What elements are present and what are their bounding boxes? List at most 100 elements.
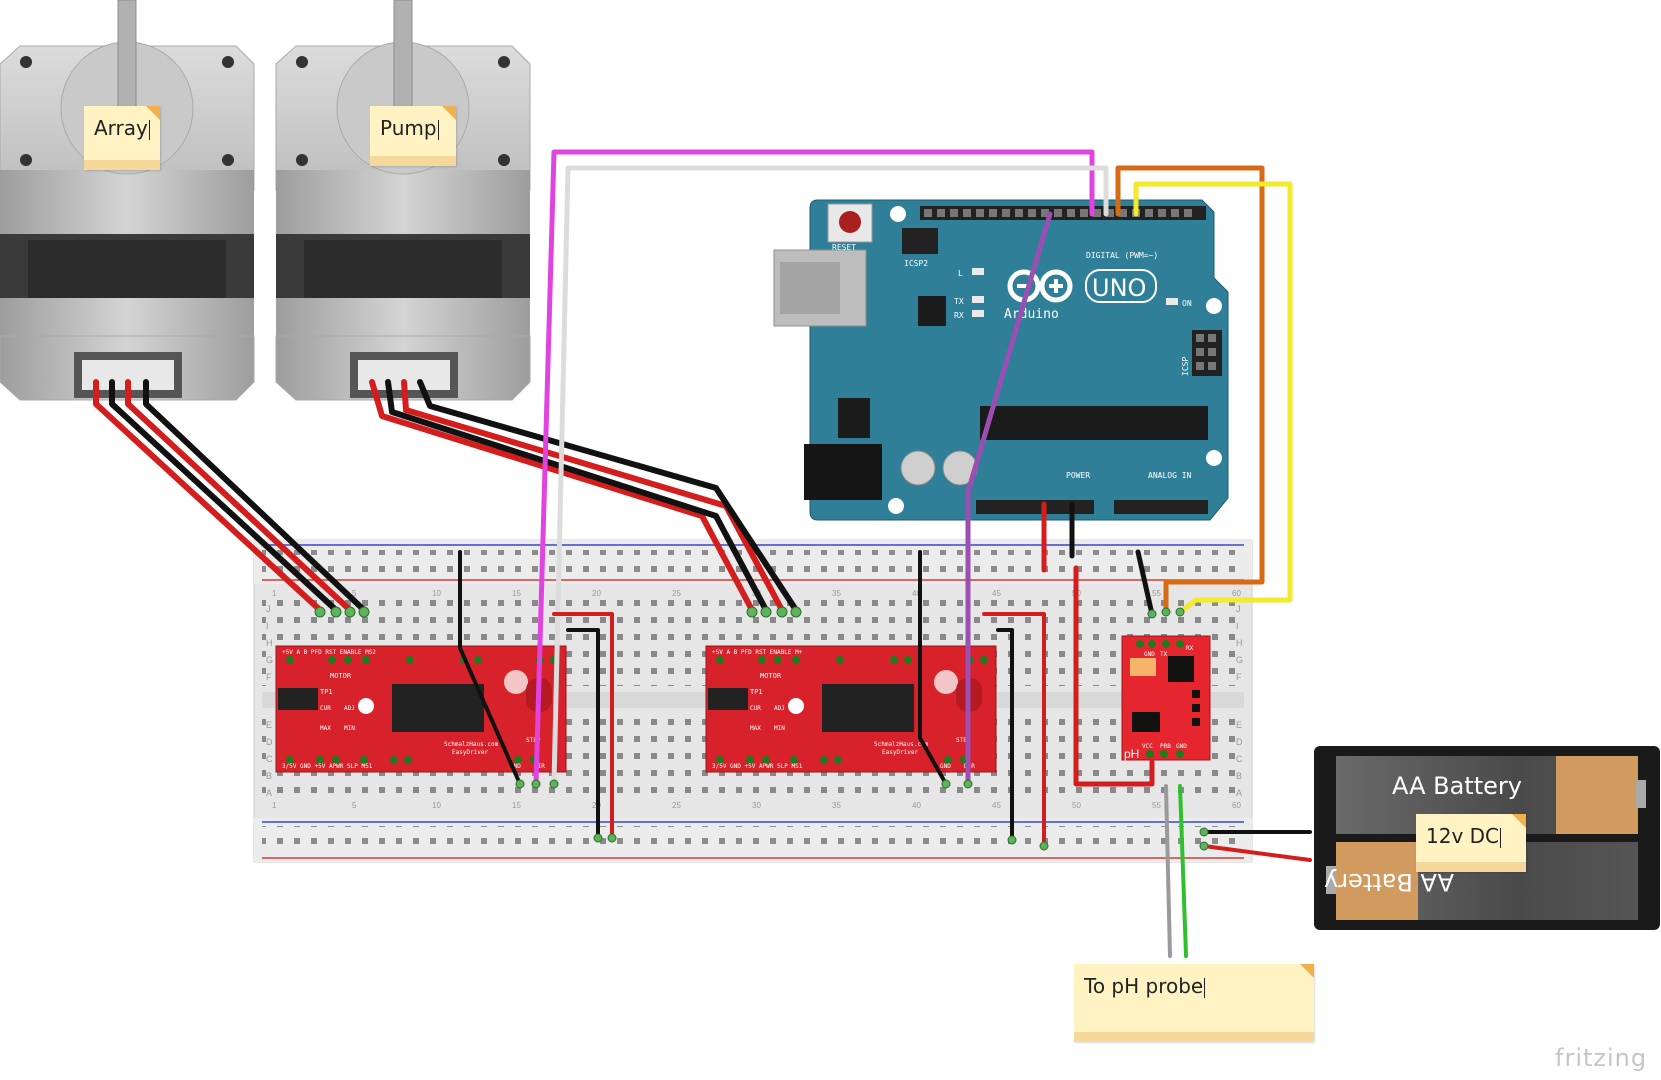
driver-top-pins: +5V A B PFD RST ENABLE MS2 [282,649,376,656]
ph-pin-gnd-bottom: GND [1176,743,1187,750]
ph-label: pH [1124,747,1139,761]
note-to-ph-probe-text: To pH probe [1084,974,1204,998]
wire-white [551,165,1109,787]
battery-bottom-label: AA Battery [1324,868,1454,896]
wire-probe-green [1178,784,1188,958]
wire-driver2-pwr-gnd [996,628,1014,842]
driver-gnd-label: GND [940,763,951,770]
wires [93,149,1312,958]
driver-step-label: STEP [526,737,541,744]
breadboard-row-letter: H [1236,638,1243,648]
breadboard-row-letter: J [266,604,271,614]
breadboard-row-letter: G [266,655,273,665]
stepper-motor-array [0,0,255,401]
arduino-uno: RESET ICSP2 DIGITAL (PWM=~) L TX RX ON [773,199,1229,521]
breadboard-row-letter: E [266,720,272,730]
ph-pin-rx: RX [1186,645,1194,652]
wire-battery-red [1202,844,1312,862]
easydriver-board-2: +5V A B PFD RST ENABLE M+ MOTOR TP1 CUR … [705,645,997,773]
breadboard-column-number: 35 [832,801,841,810]
breadboard-column-number: 60 [1232,589,1241,598]
breadboard-column-number: 10 [432,801,441,810]
breadboard-column-number: 1 [272,801,277,810]
note-pump[interactable]: Pump [370,106,456,166]
breadboard-row-letter: D [1236,737,1243,747]
breadboard-row-letter: E [1236,720,1242,730]
breadboard-column-number: 50 [1072,801,1081,810]
breadboard-column-number: 30 [752,801,761,810]
breadboard-column-number: 5 [352,589,357,598]
digital-header-label: DIGITAL (PWM=~) [1086,251,1158,260]
breadboard-row-letter: B [266,771,272,781]
driver-min-label: MIN [774,725,785,732]
led-on-label: ON [1182,299,1192,308]
stepper-motor-pump [275,0,531,401]
wire-probe-gray [1164,784,1172,958]
ph-pin-tx: TX [1160,651,1168,658]
wire-driver1-gnd [458,550,522,786]
wire-end-pins [314,606,1209,851]
driver-tp-label: TP1 [320,688,333,696]
driver-step-label: STEP [956,737,971,744]
note-12v-dc-text: 12v DC [1426,824,1500,848]
breadboard-row-letter: A [1236,788,1242,798]
breadboard-row-letter: C [1236,754,1243,764]
breadboard-row-letter: C [266,754,273,764]
ph-pin-vcc: VCC [1142,743,1153,750]
breadboard-column-number: 1 [272,589,277,598]
digital-pin-holes [924,209,1192,217]
breadboard-row-letter: H [266,638,273,648]
wire-purple [965,211,1053,787]
breadboard-row-letter: B [1236,771,1242,781]
breadboard-column-number: 5 [352,801,357,810]
wire-motor1-black-a [109,379,339,613]
breadboard-row-letter: G [1236,655,1243,665]
breadboard-row-letter: A [266,788,272,798]
breadboard-column-number: 10 [432,589,441,598]
wire-motor2-black-b [417,379,799,613]
wire-orange [1115,165,1265,615]
analog-header-label: ANALOG IN [1148,471,1192,480]
text-caret [1204,977,1206,998]
wire-driver1-pwr-gnd [566,628,600,840]
driver-tp-label: TP1 [750,688,763,696]
wire-ph-gnd [1135,549,1155,617]
driver-model-label: EasyDriver [452,749,489,756]
wire-motor1-black-b [143,379,367,613]
wire-motor1-red-b [125,379,353,613]
breadboard-column-number: 15 [512,589,521,598]
wire-motor2-black-a [385,379,769,613]
arduino-brand-label: Arduino [1004,307,1059,322]
driver-gnd-label: GND [510,763,521,770]
wire-magenta [533,149,1095,787]
driver-brand-label: SchmalzHaus.com [444,741,499,748]
text-caret [148,119,150,140]
note-array[interactable]: Array [84,106,160,170]
driver-bottom-pins: 3/5V GND +5V APWR SLP MS1 [282,763,373,770]
breadboard-row-letter: D [266,737,273,747]
breadboard-row-letter: F [266,672,272,682]
wire-driver2-pwr [982,612,1046,848]
text-caret [437,119,439,140]
battery-top-label: AA Battery [1392,772,1522,800]
driver-cur-label: CUR [750,705,761,712]
driver-model-label: EasyDriver [882,749,919,756]
breadboard-column-number: 60 [1232,801,1241,810]
breadboard-row-letter: J [1236,604,1241,614]
breadboard-column-number: 55 [1152,589,1161,598]
driver-adj-label: ADJ [774,705,785,712]
driver-max-label: MAX [320,725,331,732]
icsp-label: ICSP [1181,357,1190,376]
ph-sensor-board: GND TX RX VCC PRB GND pH [1121,635,1211,761]
breadboard-row-letter: I [1236,621,1239,631]
breadboard-column-number: 15 [512,801,521,810]
breadboard-row-letter: F [1236,672,1242,682]
note-to-ph-probe[interactable]: To pH probe [1074,964,1314,1042]
driver-motor-label: MOTOR [330,672,352,680]
breadboard-column-number: 45 [992,801,1001,810]
driver-dir-label: DIR [534,763,545,770]
note-12v-dc[interactable]: 12v DC [1416,814,1526,872]
breadboard-column-number: 55 [1152,801,1161,810]
arduino-infinity-logo [1007,269,1073,303]
